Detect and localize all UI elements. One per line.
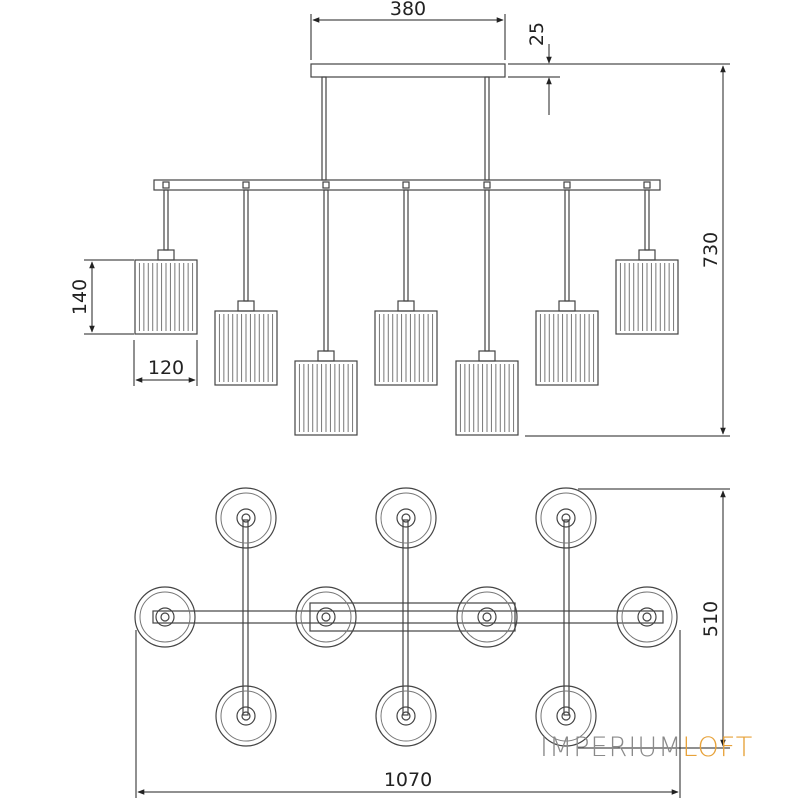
- plan-disc-6: [456, 586, 518, 648]
- shade-body: [615, 259, 679, 335]
- side-elevation: [134, 63, 679, 436]
- plan-frame: [152, 519, 664, 716]
- dim-shade-height: 140: [69, 259, 134, 335]
- plan-shades: [134, 487, 678, 747]
- pendant-4: [374, 181, 438, 386]
- pendant-5: [455, 181, 519, 436]
- dim-top-plate-width: 380: [310, 0, 506, 60]
- ceiling-plate: [310, 63, 506, 78]
- shade-body: [535, 310, 599, 386]
- watermark-part2: LOFT: [682, 732, 754, 763]
- pendant-7: [615, 181, 679, 335]
- dim-label-120: 120: [148, 357, 184, 379]
- plan-disc-5: [295, 586, 357, 648]
- dim-label-140: 140: [69, 279, 91, 315]
- pendant-2: [214, 181, 278, 386]
- pendant-1: [134, 181, 198, 335]
- suspension-rods: [321, 76, 490, 181]
- dim-overall-height: 730: [508, 63, 730, 437]
- watermark-logo: IMPERIUMLOFT: [540, 732, 753, 763]
- plan-disc-1: [215, 487, 277, 549]
- plan-disc-7: [616, 586, 678, 648]
- shade-body: [294, 360, 358, 436]
- shade-body: [374, 310, 438, 386]
- plan-view: [134, 487, 678, 747]
- pendant-shades: [134, 181, 679, 436]
- dim-top-plate-height: 25: [508, 22, 560, 115]
- dim-label-730: 730: [700, 232, 722, 268]
- watermark-part1: IMPERIUM: [540, 732, 683, 763]
- dim-label-25: 25: [526, 22, 548, 46]
- plan-disc-10: [535, 685, 597, 747]
- dim-plan-depth: 510: [578, 488, 730, 749]
- plan-disc-8: [215, 685, 277, 747]
- plan-disc-9: [375, 685, 437, 747]
- shade-body: [455, 360, 519, 436]
- dim-label-510: 510: [700, 601, 722, 637]
- plan-disc-2: [375, 487, 437, 549]
- dim-overall-length: 1070: [135, 630, 681, 798]
- plan-disc-4: [134, 586, 196, 648]
- dim-label-380: 380: [390, 0, 426, 20]
- plan-disc-3: [535, 487, 597, 549]
- shade-body: [134, 259, 198, 335]
- shade-body: [214, 310, 278, 386]
- dim-shade-width: 120: [133, 340, 198, 386]
- pendant-3: [294, 181, 358, 436]
- dim-label-1070: 1070: [384, 769, 432, 791]
- pendant-6: [535, 181, 599, 386]
